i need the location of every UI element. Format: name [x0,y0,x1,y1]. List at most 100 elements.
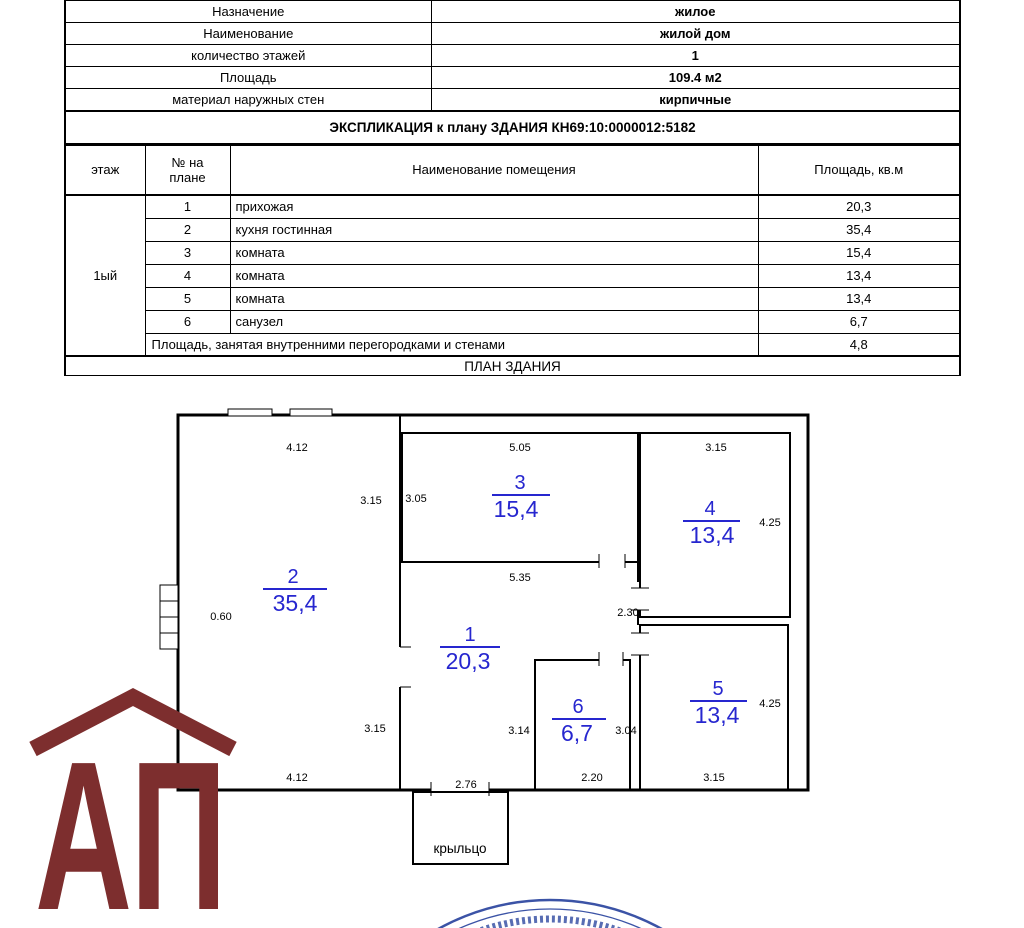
room-number-cell: 6 [144,309,231,334]
dimension-label: 3.15 [703,772,724,784]
room-area-cell: 13,4 [757,263,961,288]
table-row: 2 кухня гостинная 35,4 [65,217,961,242]
door-tick-marks [400,554,649,796]
room-number-cell: 3 [144,240,231,265]
room-3-number: 3 [514,472,525,494]
logo-letters: АП [35,717,227,928]
header-floor: этаж [64,144,146,196]
table-row: количество этажей 1 [64,44,961,67]
table-row: 3 комната 15,4 [65,240,961,265]
info-value: 1 [430,44,961,67]
room-3-area: 15,4 [494,496,539,522]
walls-area-label: Площадь, занятая внутренними перегородка… [144,332,759,357]
explication-table: этаж № на плане Наименование помещения П… [64,144,961,357]
room-number-cell: 2 [144,217,231,242]
room-6-area: 6,7 [561,720,593,746]
room-labels: 2 35,4 3 15,4 4 13,4 1 20,3 6 6,7 5 13,4 [263,472,747,746]
room-2-area: 35,4 [273,590,318,616]
logo-roof-shape [29,687,237,757]
info-label: количество этажей [64,44,432,67]
table-row: материал наружных стен кирпичные [64,88,961,111]
info-label: Наименование [64,22,432,45]
dimension-labels: 4.12 5.05 3.15 3.05 3.15 4.25 5.35 0.60 … [210,442,780,791]
info-value: жилое [430,0,961,23]
room-4-area: 13,4 [690,522,735,548]
room-name-cell: комната [229,240,759,265]
room-5-area: 13,4 [695,702,740,728]
explication-title: ЭКСПЛИКАЦИЯ к плану ЗДАНИЯ КН69:10:00000… [64,111,961,145]
dimension-label: 5.05 [509,442,530,454]
dimension-label: 3.14 [508,725,529,737]
room-name-cell: комната [229,286,759,311]
info-value: жилой дом [430,22,961,45]
dimension-label: 3.05 [405,493,426,505]
table-row: Площадь 109.4 м2 [64,66,961,89]
building-passport-document: Назначение жилое Наименование жилой дом … [64,0,961,376]
room-5-walls [639,624,789,791]
plan-title: ПЛАН ЗДАНИЯ [64,357,961,376]
stamp-text-ring [478,915,622,928]
room-5-number: 5 [712,678,723,700]
room-3-walls [401,432,639,563]
round-stamp [437,898,663,928]
dimension-label: 3.15 [360,495,381,507]
table-row: 5 комната 13,4 [65,286,961,311]
table-row: 6 санузел 6,7 [65,309,961,334]
info-label: материал наружных стен [64,88,432,111]
window-marks [159,408,333,650]
dimension-label: 2.20 [581,772,602,784]
floor-cell: 1ый [64,194,146,357]
room-name-cell: комната [229,263,759,288]
room-6-number: 6 [572,696,583,718]
room-number-cell: 4 [144,263,231,288]
room-number-cell: 1 [144,194,231,219]
dimension-label: 4.12 [286,442,307,454]
dimension-label: 4.25 [759,517,780,529]
dimension-label: 4.25 [759,698,780,710]
dimension-label: 5.35 [509,572,530,584]
dimension-label: 3.15 [364,723,385,735]
room-area-cell: 35,4 [757,217,961,242]
room-number-cell: 5 [144,286,231,311]
table-header-row: этаж № на плане Наименование помещения П… [64,144,961,196]
room-4-walls [639,432,791,618]
floor-plan-drawing: крыльцо 2 35,4 3 15,4 4 13,4 1 20,3 6 6,… [29,408,810,928]
dimension-label: 4.12 [286,772,307,784]
header-room-name: Наименование помещения [229,144,759,196]
info-label: Площадь [64,66,432,89]
porch-outline [412,791,509,865]
info-value: 109.4 м2 [430,66,961,89]
room-name-cell: санузел [229,309,759,334]
info-label: Назначение [64,0,432,23]
room-name-cell: кухня гостинная [229,217,759,242]
dimension-label: 2.76 [455,779,476,791]
table-row: Назначение жилое [64,0,961,23]
header-area: Площадь, кв.м [757,144,961,196]
room-1-number: 1 [464,624,475,646]
room-2-number: 2 [287,566,298,588]
room-area-cell: 20,3 [757,194,961,219]
room-area-cell: 13,4 [757,286,961,311]
dimension-label: 3.04 [615,725,636,737]
table-footer-row: Площадь, занятая внутренними перегородка… [65,332,961,357]
dimension-label: 2.30 [617,607,638,619]
room-4-number: 4 [704,498,715,520]
building-info-table: Назначение жилое Наименование жилой дом … [64,0,961,112]
agency-logo: АП [29,687,237,928]
room-area-cell: 6,7 [757,309,961,334]
dimension-label: 3.15 [705,442,726,454]
dimension-label: 0.60 [210,611,231,623]
table-row: 4 комната 13,4 [65,263,961,288]
stamp-inner-ring [458,908,642,928]
room-1-area: 20,3 [446,648,491,674]
stamp-outer-ring [437,898,663,928]
walls-area-value: 4,8 [757,332,961,357]
door-openings [431,559,643,793]
room-6-walls [534,659,631,791]
room-name-cell: прихожая [229,194,759,219]
info-value: кирпичные [430,88,961,111]
porch-label: крыльцо [433,841,486,856]
table-row: 1ый 1 прихожая 20,3 [64,194,961,357]
table-row: Наименование жилой дом [64,22,961,45]
